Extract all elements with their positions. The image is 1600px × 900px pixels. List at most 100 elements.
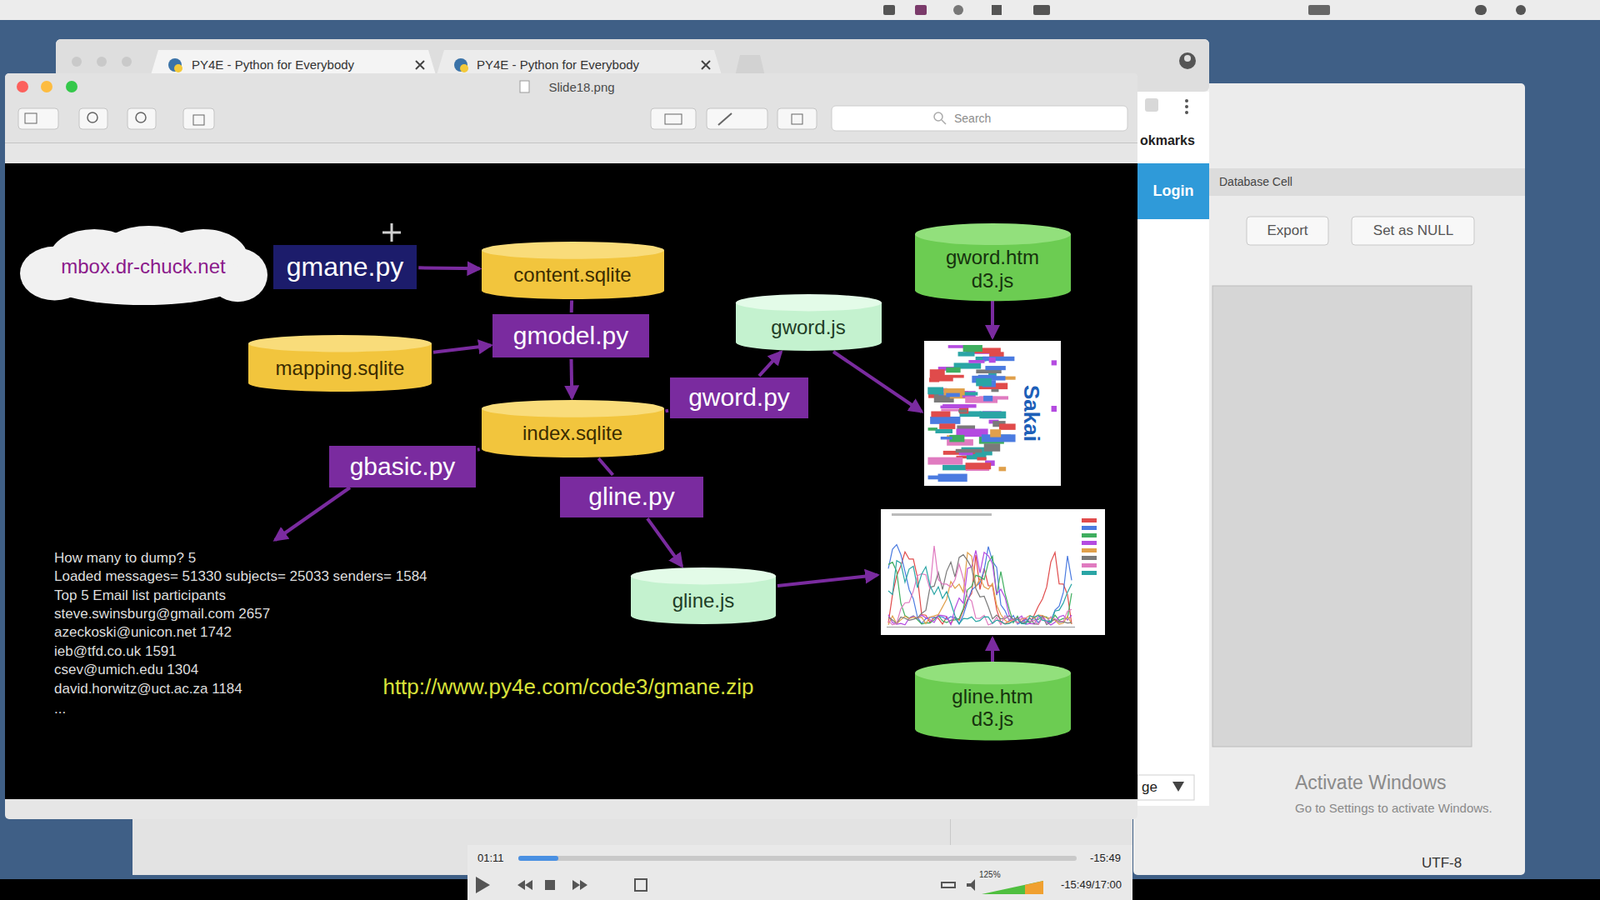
browser-window — [460, 64, 469, 73]
web-page-cylinder: gword.htm d3.js — [915, 223, 1071, 301]
preview-window — [831, 105, 1128, 131]
word-cloud-image — [975, 378, 992, 386]
line-chart-image — [888, 545, 1072, 625]
line-chart-image — [888, 552, 1072, 625]
menu-bar — [915, 5, 927, 15]
preview-window — [5, 73, 1138, 820]
word-cloud-image — [927, 387, 944, 395]
browser-window — [1137, 775, 1195, 800]
word-cloud-image — [940, 436, 953, 440]
video-controls — [941, 882, 955, 888]
browser-window — [1179, 52, 1196, 70]
word-cloud-image — [965, 462, 992, 470]
preview-window — [5, 73, 1138, 143]
browser-window — [415, 60, 425, 70]
preview-window — [650, 108, 696, 130]
cylinder-top — [248, 335, 432, 352]
word-cloud-image — [955, 449, 983, 453]
node-label: gword.py — [688, 383, 790, 413]
preview-window — [941, 120, 946, 125]
program-box: gbasic.py — [329, 445, 476, 488]
database-window — [1209, 168, 1525, 196]
video-controls — [981, 880, 1044, 895]
word-cloud-image — [968, 360, 985, 364]
node-label: gbasic.py — [350, 452, 456, 482]
mouse-cursor — [382, 223, 401, 242]
preview-window — [87, 112, 98, 123]
word-cloud-image — [985, 365, 1005, 370]
watermark: Go to Settings to activate Windows. — [1295, 800, 1493, 815]
preview-window — [520, 80, 530, 93]
node-label: mapping.sqlite — [275, 356, 405, 380]
data-file-cylinder: gline.js — [630, 567, 776, 625]
browser-window — [1137, 91, 1210, 806]
dialog-title: Database Cell — [1219, 175, 1293, 189]
preview-window — [40, 80, 53, 93]
menu-bar — [0, 0, 1600, 20]
line-chart-image — [886, 626, 1075, 628]
line-chart-image — [888, 550, 1072, 625]
flow-connector — [570, 359, 575, 399]
button-label: Set as NULL — [1373, 222, 1454, 240]
console-output: How many to dump? 5 — [54, 550, 196, 567]
flow-arrow — [833, 351, 922, 412]
flow-connector — [433, 345, 491, 352]
window-title: Slide18.png — [548, 80, 615, 95]
database-cylinder: content.sqlite — [481, 241, 665, 300]
console-output: ... — [54, 700, 66, 718]
time-elapsed: 01:11 — [477, 852, 505, 865]
browser-window — [1185, 99, 1189, 103]
line-chart-image — [880, 509, 1105, 635]
preview-window — [79, 108, 108, 130]
database-window — [1212, 285, 1472, 747]
word-cloud-image — [930, 375, 953, 381]
preview-window — [16, 80, 29, 93]
preview-window — [665, 114, 682, 125]
console-output: csev@umich.edu 1304 — [54, 661, 199, 679]
word-cloud-image — [983, 395, 993, 402]
web-page-cylinder: gline.htm d3.js — [915, 661, 1071, 740]
video-controls — [518, 855, 1077, 861]
flow-arrow — [990, 638, 995, 662]
line-chart-image — [1081, 525, 1097, 530]
video-controls — [517, 880, 533, 890]
menu-bar — [0, 0, 1600, 20]
menu-bar — [1308, 5, 1330, 15]
video-controls — [467, 845, 1133, 900]
word-cloud-image — [990, 389, 999, 392]
time-total: -15:49/17:00 — [1060, 879, 1122, 892]
preview-window — [777, 108, 817, 130]
video-controls — [572, 880, 588, 890]
line-chart-image — [888, 551, 1072, 625]
mouse-cursor — [382, 223, 401, 242]
flow-connector — [570, 300, 574, 313]
word-cloud-word: Sakai — [1018, 385, 1044, 442]
cylinder-top — [481, 400, 665, 418]
encoding-label: UTF-8 — [1421, 855, 1462, 872]
line-chart-image — [1081, 563, 1097, 568]
login-button: Login — [1153, 182, 1195, 200]
word-cloud-image — [945, 393, 960, 398]
download-url: http://www.py4e.com/code3/gmane.zip — [382, 675, 754, 700]
console-output: ieb@tfd.co.uk 1591 — [54, 643, 177, 660]
program-box: gmodel.py — [492, 314, 650, 358]
browser-window — [174, 64, 183, 73]
browser-window — [1145, 98, 1159, 112]
console-output: Top 5 Email list participants — [54, 587, 226, 605]
word-cloud-image — [945, 367, 960, 373]
browser-tab-title: PY4E - Python for Everybody — [191, 57, 355, 72]
flow-connector — [759, 351, 781, 376]
cylinder-top — [735, 294, 882, 311]
word-cloud-words — [927, 345, 1057, 482]
console-output: Loaded messages= 51330 subjects= 25033 s… — [54, 568, 428, 585]
video-controls — [467, 845, 1133, 900]
preview-window — [5, 142, 1138, 144]
search-placeholder: Search — [954, 111, 991, 125]
time-remaining: -15:49 — [1090, 852, 1121, 865]
line-chart-image — [880, 509, 1105, 635]
video-controls — [545, 880, 555, 890]
menu-bar — [1475, 5, 1487, 15]
node-label: gline.htm d3.js — [938, 685, 1047, 731]
line-chart-image — [891, 513, 992, 516]
word-cloud-image — [982, 356, 1015, 361]
